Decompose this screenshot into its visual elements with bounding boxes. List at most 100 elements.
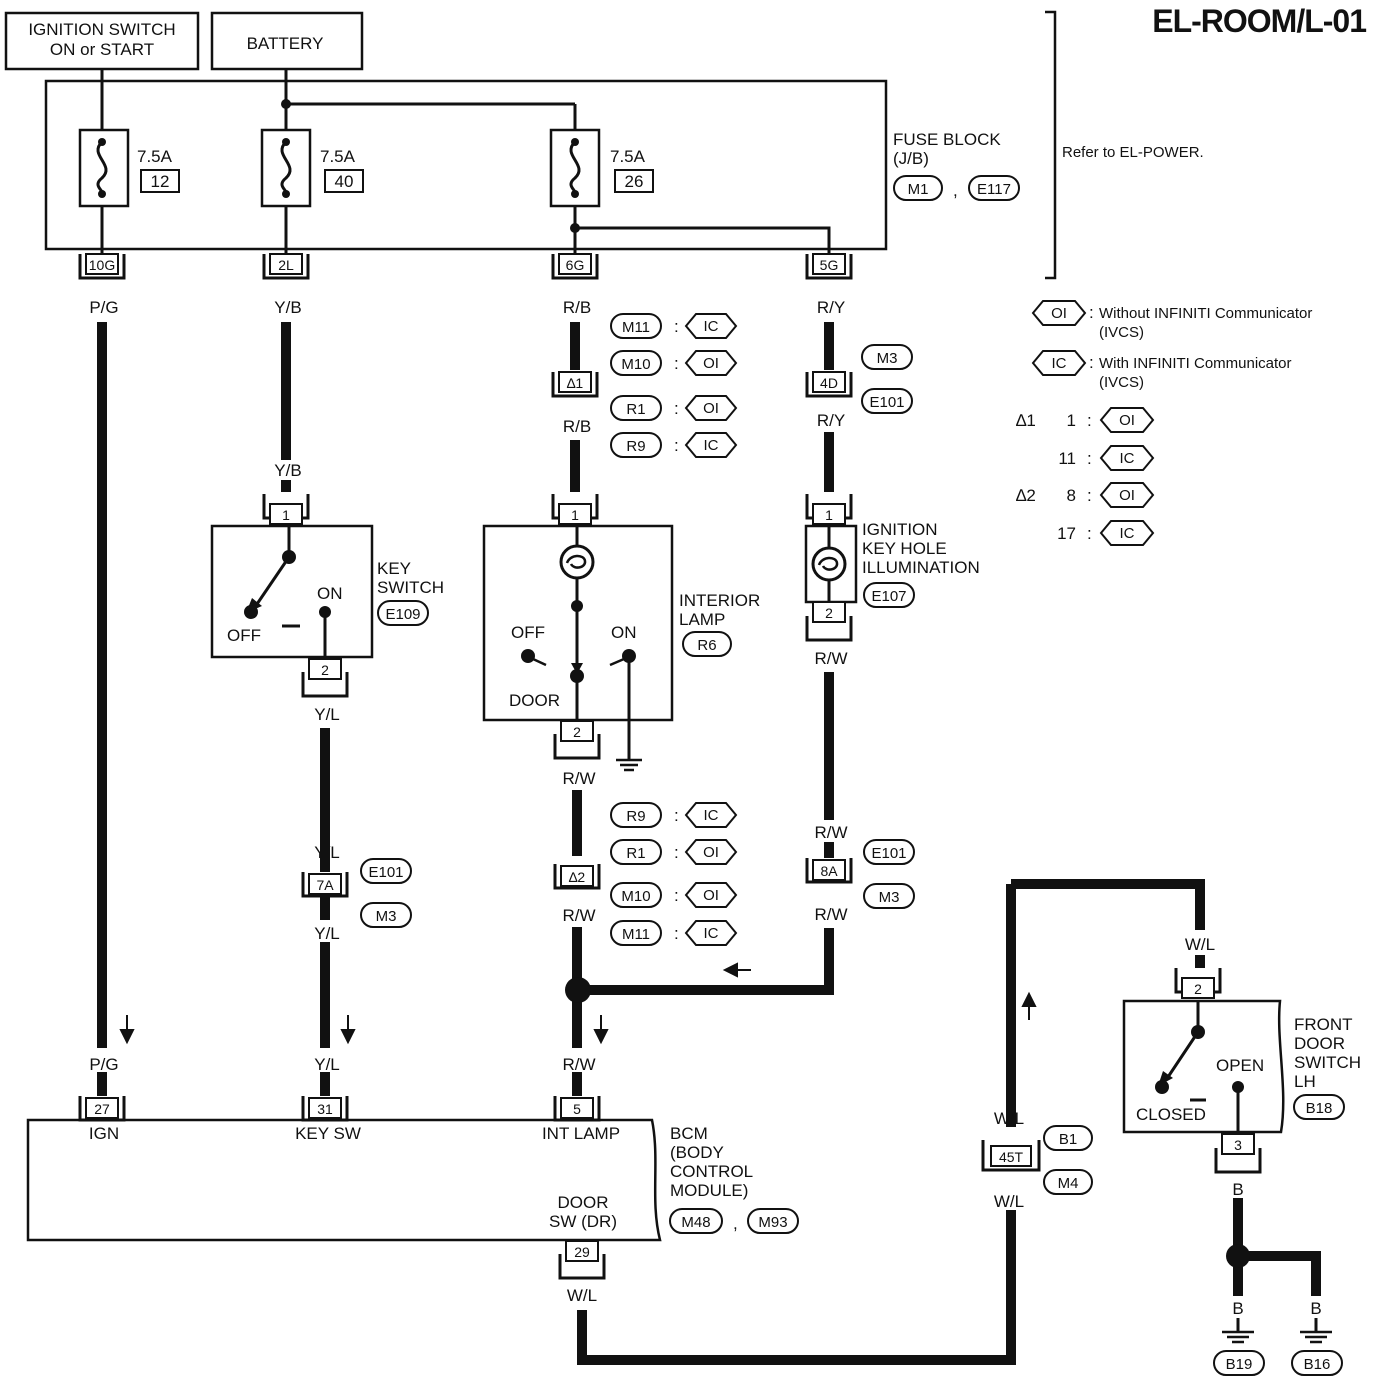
door-switch-label-3: SWITCH [1294, 1053, 1361, 1072]
wire-pg-bottom: P/G [89, 1055, 118, 1074]
fuse-40: 7.5A 40 [260, 128, 364, 208]
connector-45t-ref-b1: B1 [1059, 1131, 1077, 1148]
legend-row1-pin: 1 [1067, 411, 1076, 430]
ground-b19-label: B19 [1226, 1356, 1253, 1373]
interior-lamp-connector: R6 [697, 637, 716, 654]
legend-row3-tag: OI [1119, 487, 1135, 504]
bcm-label-4: MODULE) [670, 1181, 748, 1200]
key-hole-label-3: ILLUMINATION [862, 558, 980, 577]
wire-b-3: B [1310, 1299, 1321, 1318]
interior-lamp-off: OFF [511, 623, 545, 642]
j1-ref1-tag: IC [704, 318, 719, 335]
bcm-label-2: (BODY [670, 1143, 724, 1162]
wire-rb-top: R/B [563, 298, 591, 317]
j2-ref1-colon: : [674, 806, 679, 825]
legend-oi-desc-1: Without INFINITI Communicator [1099, 305, 1312, 322]
key-switch: 1 OFF ON 2 KEY SWITCH E109 [210, 494, 444, 698]
bcm-label-3: CONTROL [670, 1162, 753, 1181]
bcm-pin-29: 29 [574, 1244, 590, 1260]
key-switch-label-2: SWITCH [377, 578, 444, 597]
legend-star1: ∆1 [1016, 411, 1036, 430]
j2-ref3-conn: M10 [621, 888, 650, 905]
fuse-12: 7.5A 12 [78, 128, 180, 208]
terminal-2l: 2L [262, 253, 310, 280]
page-title: EL-ROOM/L-01 [1152, 3, 1366, 39]
legend-star2: ∆2 [1016, 486, 1036, 505]
ignition-label-line1: IGNITION SWITCH [28, 20, 175, 39]
door-switch-open: OPEN [1216, 1056, 1264, 1075]
bcm-pin-31: 31 [317, 1101, 333, 1117]
wire-b-1: B [1232, 1180, 1243, 1199]
ground-splice [1226, 1244, 1250, 1268]
wire-ry-top: R/Y [817, 298, 845, 317]
wire-rw-5: R/W [814, 823, 847, 842]
key-hole-illumination: 1 2 IGNITION KEY HOLE ILLUMINATION E107 [804, 494, 980, 642]
ignition-label-line2: ON or START [50, 40, 154, 59]
j2-ref2-tag: OI [703, 844, 719, 861]
bcm-label-1: BCM [670, 1124, 708, 1143]
key-switch-off: OFF [227, 626, 261, 645]
junction-star1: ∆1 M11 : IC M10 : OI R1 : OI R9 : IC [551, 313, 738, 458]
fuse-block-conn-e117: E117 [977, 181, 1011, 198]
interior-lamp-label-1: INTERIOR [679, 591, 760, 610]
wire-yl-3: Y/L [314, 924, 340, 943]
splice-point [565, 977, 591, 1003]
wire-labels: P/G Y/B Y/B Y/L Y/L Y/L Y/L P/G R/B R/B … [89, 298, 1321, 1318]
fuse-block-label-line1: FUSE BLOCK [893, 130, 1001, 149]
bcm-pin-27-label: IGN [89, 1124, 119, 1143]
door-switch-label-4: LH [1294, 1072, 1316, 1091]
bcm-conn-m48: M48 [681, 1214, 710, 1231]
connector-8a-ref-m3: M3 [879, 889, 900, 906]
legend-row3-pin: 8 [1067, 486, 1076, 505]
j1-ref3-conn: R1 [626, 401, 645, 418]
fuse-40-rating: 7.5A [320, 147, 356, 166]
door-switch-connector: B18 [1306, 1100, 1333, 1117]
terminal-2l-label: 2L [278, 257, 294, 273]
fuse-26: 7.5A 26 [549, 128, 654, 208]
terminal-6g-label: 6G [566, 257, 585, 273]
bcm-separator: , [733, 1214, 738, 1233]
fuse-40-number: 40 [335, 172, 354, 191]
connector-45t: 45T B1 M4 [981, 1125, 1093, 1195]
wire-rw-2: R/W [562, 906, 595, 925]
legend-row2-tag: IC [1120, 450, 1135, 467]
wire-yl-1: Y/L [314, 705, 340, 724]
wires [97, 322, 1321, 1365]
connector-8a-ref-e101: E101 [871, 845, 906, 862]
wire-wl-3: W/L [1185, 935, 1215, 954]
wire-wl-bcm: W/L [567, 1286, 597, 1305]
connector-4d-ref-m3: M3 [877, 350, 898, 367]
j1-ref4-tag: IC [704, 437, 719, 454]
legend-ic-desc-2: (IVCS) [1099, 374, 1144, 391]
legend-ic-desc-1: With INFINITI Communicator [1099, 355, 1292, 372]
fuse-12-rating: 7.5A [137, 147, 173, 166]
fuse-block-conn-m1: M1 [908, 181, 929, 198]
key-hole-connector: E107 [871, 588, 906, 605]
legend-row1-tag: OI [1119, 412, 1135, 429]
connector-4d-ref-e101: E101 [869, 394, 904, 411]
ground-b16: B16 [1291, 1318, 1343, 1376]
door-switch-pin3: 3 [1234, 1137, 1242, 1153]
interior-lamp: 1 OFF ON DOOR 2 INTERIOR LAMP R6 [482, 494, 760, 772]
key-hole-label-2: KEY HOLE [862, 539, 947, 558]
legend-row1-colon: : [1087, 411, 1092, 430]
refer-bracket [1045, 10, 1057, 280]
wire-yl-4: Y/L [314, 1055, 340, 1074]
bcm-pin-5-label: INT LAMP [542, 1124, 620, 1143]
j1-ref1-conn: M11 [622, 319, 650, 336]
legend-row4-colon: : [1087, 524, 1092, 543]
bcm: 27 IGN 31 KEY SW 5 INT LAMP DOOR SW (DR)… [26, 1072, 799, 1280]
fuse-block-label-line2: (J/B) [893, 149, 929, 168]
junction-star1-label: ∆1 [567, 375, 584, 391]
terminal-6g: 6G [551, 253, 599, 280]
wire-pg-top: P/G [89, 298, 118, 317]
terminal-5g-label: 5G [820, 257, 839, 273]
door-switch-label-1: FRONT [1294, 1015, 1353, 1034]
wire-rw-3: R/W [562, 1055, 595, 1074]
key-switch-connector: E109 [385, 606, 420, 623]
legend-row4-tag: IC [1120, 525, 1135, 542]
j2-ref2-colon: : [674, 843, 679, 862]
interior-lamp-pin1: 1 [571, 507, 579, 523]
wire-ry-bottom: R/Y [817, 411, 845, 430]
